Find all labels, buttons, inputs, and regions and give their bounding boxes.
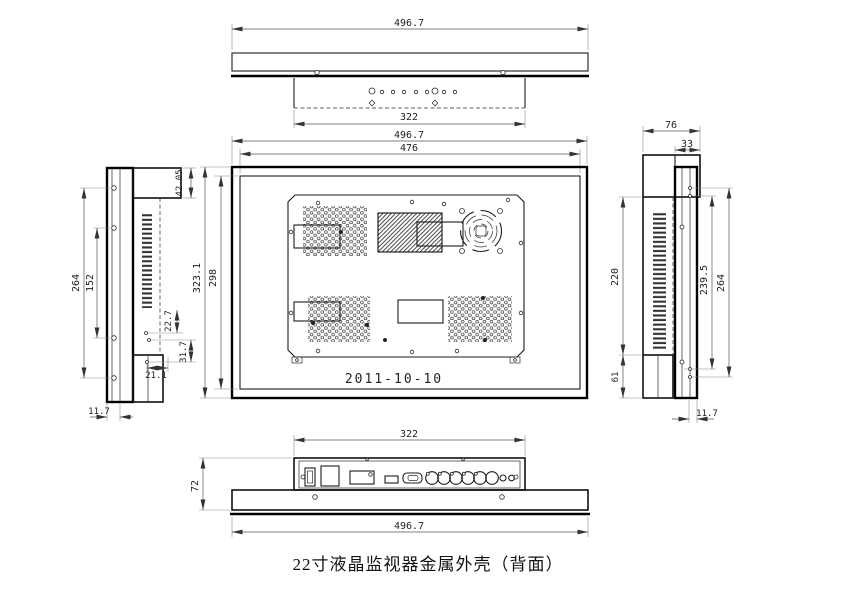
dim-left-flange-thickness: 11.7: [88, 407, 110, 417]
cutout-center-lower: [397, 299, 444, 324]
usb-connector: [384, 475, 399, 484]
dim-right-rear-box-depth: 33: [681, 139, 693, 150]
connector-panel-screws: [300, 457, 519, 480]
back-panel-tabs: [291, 356, 521, 364]
dim-left-offset-c: 21.1: [145, 371, 167, 381]
dim-left-top-depth: 42.05: [175, 169, 185, 196]
dvi-connector: [349, 470, 375, 485]
vent-holes-bottom-right: [448, 296, 512, 342]
top-view: 496.7 322: [231, 18, 589, 128]
back-outer-frame: [230, 165, 589, 400]
cutout-left-upper: [293, 224, 341, 249]
right-side-view: 76 33 220 61 239.5: [610, 120, 733, 423]
cutout-center-upper: [416, 221, 464, 247]
dim-right-flange-thickness: 11.7: [696, 409, 718, 419]
top-screw-holes: [314, 69, 506, 76]
bnc-connectors: [425, 471, 499, 485]
cutout-left-lower: [293, 301, 341, 322]
bottom-view: 322: [190, 429, 590, 537]
dim-back-inner-height: 298: [208, 269, 219, 287]
dim-back-inner-width: 476: [400, 143, 418, 154]
dim-right-overall-depth: 76: [665, 120, 677, 131]
dim-left-offset-b: 31.7: [179, 341, 189, 363]
back-panel-screws: [288, 197, 524, 355]
connector-panel-outline: [293, 457, 526, 491]
dim-top-rear-box-width: 322: [400, 112, 418, 123]
right-vent-slots: [652, 212, 667, 350]
left-small-holes: [144, 331, 151, 364]
dim-left-mount-hole-span: 264: [71, 274, 82, 292]
vent-holes-bottom-left: [308, 296, 370, 342]
bottom-screw-holes: [312, 494, 505, 500]
left-mount-holes: [111, 185, 117, 381]
bottom-front-body: [231, 489, 589, 511]
dim-back-overall-width: 496.7: [394, 130, 424, 141]
right-flange-bar: [673, 165, 699, 400]
power-inlet: [320, 465, 340, 487]
drawing-title: 22寸液晶监视器金属外壳（背面）: [293, 555, 564, 574]
date-label: 2011-10-10: [345, 372, 443, 387]
dim-right-bottom-step-height: 61: [611, 372, 621, 383]
dim-bottom-front-height: 72: [190, 480, 201, 492]
top-rear-box: [293, 78, 526, 109]
dim-top-overall-width: 496.7: [394, 18, 424, 29]
dim-right-hole-span-outer: 264: [716, 274, 727, 292]
dim-left-offset-a: 22.7: [164, 310, 174, 332]
top-connector-holes: [368, 87, 458, 107]
left-vent-slots: [141, 213, 153, 308]
dim-left-mount-hole-pitch: 152: [85, 274, 96, 292]
back-view: 496.7 476: [192, 130, 589, 400]
right-top-step: [642, 154, 701, 198]
left-side-view: 264 152 42.05 22.7 31.7 21.1 11.7: [71, 166, 196, 421]
top-body-outline: [231, 52, 589, 72]
dim-bottom-overall-width: 496.7: [394, 521, 424, 532]
audio-jacks: [499, 474, 515, 482]
power-switch: [304, 467, 316, 487]
dim-bottom-rear-box-width: 322: [400, 429, 418, 440]
dim-back-overall-height: 323.1: [192, 263, 203, 293]
fan-grill: [459, 208, 503, 254]
left-top-step: [132, 167, 182, 199]
dim-right-vent-zone-height: 220: [610, 268, 621, 286]
back-inner-frame: [239, 175, 581, 390]
dim-right-hole-span-inner: 239.5: [699, 265, 710, 295]
vga-connector: [402, 472, 423, 484]
